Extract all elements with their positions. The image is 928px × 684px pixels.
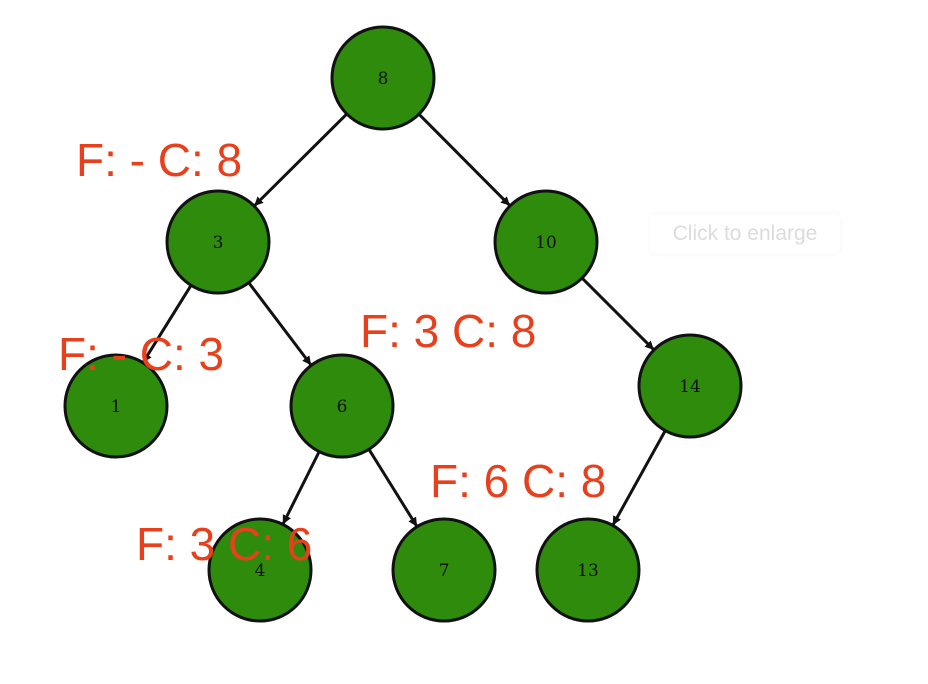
node-label: 13	[577, 561, 599, 581]
edge-n3-n6	[247, 281, 312, 366]
node-label: 3	[213, 233, 224, 253]
edge-n14-n13	[611, 429, 667, 526]
node-label: 8	[378, 69, 389, 89]
annotation-node-6: F: 3 C: 8	[360, 305, 536, 357]
edge-n6-n4	[281, 450, 321, 525]
edge-n6-n7	[367, 448, 418, 527]
node-label: 7	[439, 561, 450, 581]
edge-n10-n14	[581, 277, 655, 351]
annotation-node-3: F: - C: 8	[76, 134, 242, 186]
annotation-node-4: F: 3 C: 6	[136, 518, 312, 570]
tree-node-14: 14	[637, 333, 743, 439]
node-circle	[165, 189, 271, 295]
annotations-layer: F: - C: 8 F: - C: 3 F: 3 C: 8 F: 6 C: 8 F: 3…	[58, 134, 606, 570]
tree-node-3: 3	[165, 189, 271, 295]
annotation-node-13: F: 6 C: 8	[430, 455, 606, 507]
edge-n8-n10	[417, 113, 511, 207]
node-circle	[63, 353, 169, 459]
node-circle	[637, 333, 743, 439]
node-label: 10	[535, 233, 557, 253]
tree-node-1: 1	[63, 353, 169, 459]
node-circle	[207, 517, 313, 623]
node-circle	[330, 25, 436, 131]
node-circle	[535, 517, 641, 623]
node-circle	[493, 189, 599, 295]
edge-n3-n1	[142, 284, 193, 363]
node-label: 14	[679, 377, 701, 397]
click-to-enlarge-button[interactable]: Click to enlarge	[650, 214, 840, 254]
node-circle	[289, 353, 395, 459]
edges-layer	[142, 112, 667, 527]
tree-node-7: 7	[391, 517, 497, 623]
tree-node-8: 8	[330, 25, 436, 131]
node-label: 1	[111, 397, 122, 417]
nodes-layer: 8 3 10 1 6 14 4 7 13	[63, 25, 743, 623]
edge-n8-n3	[253, 112, 348, 207]
node-label: 6	[337, 397, 348, 417]
annotation-node-1: F: - C: 3	[58, 328, 224, 380]
node-circle	[391, 517, 497, 623]
tree-node-13: 13	[535, 517, 641, 623]
tree-node-10: 10	[493, 189, 599, 295]
tree-node-6: 6	[289, 353, 395, 459]
tree-node-4: 4	[207, 517, 313, 623]
node-label: 4	[255, 561, 266, 581]
